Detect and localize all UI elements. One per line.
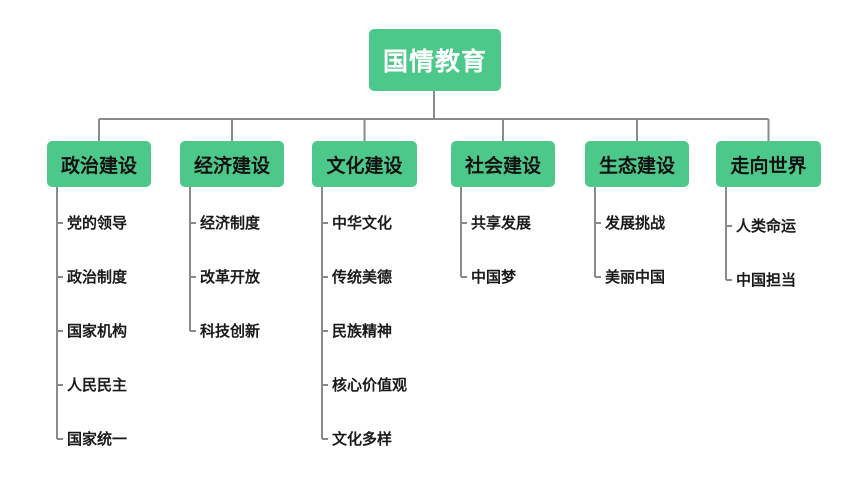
leaf-item: 改革开放 (200, 268, 261, 286)
category-node-society: 社会建设 (451, 141, 555, 187)
leaf-item: 科技创新 (200, 322, 261, 340)
leaf-item: 人类命运 (736, 217, 797, 235)
leaf-item: 核心价值观 (332, 376, 408, 394)
leaf-item: 经济制度 (200, 214, 261, 232)
leaf-item: 中华文化 (332, 214, 393, 232)
leaf-item: 国家统一 (67, 430, 128, 448)
leaf-item: 中国梦 (471, 268, 517, 286)
category-node-politics: 政治建设 (47, 141, 151, 187)
leaf-item: 政治制度 (67, 268, 128, 286)
leaf-item: 传统美德 (332, 268, 393, 286)
leaf-item: 中国担当 (736, 271, 797, 289)
leaf-item: 共享发展 (471, 214, 532, 232)
leaf-item: 党的领导 (67, 214, 128, 232)
leaf-item: 民族精神 (332, 322, 393, 340)
category-node-culture: 文化建设 (312, 141, 417, 187)
leaf-item: 国家机构 (67, 322, 128, 340)
category-node-ecology: 生态建设 (585, 141, 689, 187)
category-node-world: 走向世界 (716, 141, 821, 187)
leaf-item: 文化多样 (332, 430, 393, 448)
leaf-item: 发展挑战 (605, 214, 666, 232)
leaf-item: 人民民主 (67, 376, 128, 394)
category-node-economy: 经济建设 (180, 141, 284, 187)
leaf-item: 美丽中国 (605, 268, 666, 286)
root-node: 国情教育 (369, 29, 501, 91)
